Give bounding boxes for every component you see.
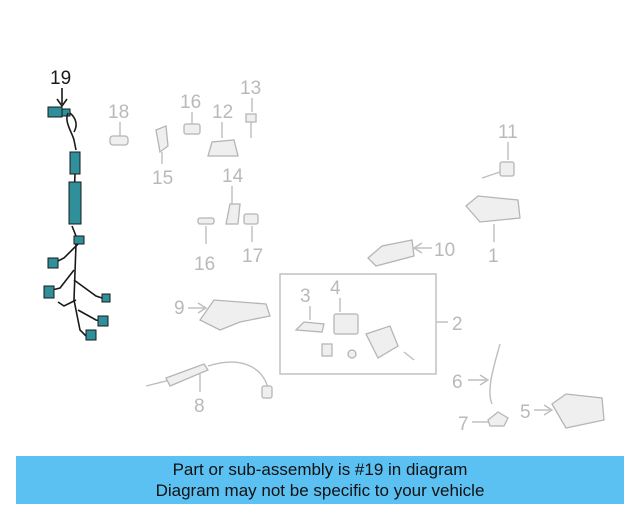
part-1-lock-assembly[interactable]: 1 — [465, 195, 521, 267]
part-9-handle[interactable]: 9 — [174, 298, 271, 331]
callout-6: 6 — [452, 372, 463, 393]
part-4-actuator[interactable]: 4 — [330, 278, 359, 335]
callout-9: 9 — [174, 298, 185, 319]
callout-3: 3 — [300, 286, 311, 307]
part-14-latch[interactable]: 14 — [222, 166, 244, 225]
part-11-connector[interactable]: 11 — [481, 122, 518, 179]
part-16-upper-clip[interactable]: 16 — [180, 92, 201, 135]
callout-8: 8 — [194, 396, 205, 417]
callout-4: 4 — [330, 278, 341, 299]
callout-13: 13 — [240, 78, 261, 99]
part-19-wiring-harness[interactable]: 19 — [43, 68, 111, 341]
callout-10: 10 — [434, 240, 455, 261]
callout-1: 1 — [488, 246, 499, 267]
callout-2: 2 — [452, 314, 463, 335]
callout-11: 11 — [498, 122, 518, 143]
callout-7: 7 — [458, 414, 469, 435]
callout-14: 14 — [222, 166, 244, 187]
part-6-cable[interactable]: 6 — [452, 343, 501, 405]
callout-18: 18 — [108, 102, 129, 123]
part-3-lever[interactable]: 3 — [294, 286, 333, 357]
banner-line-1: Part or sub-assembly is #19 in diagram — [172, 460, 468, 479]
callout-12: 12 — [212, 102, 233, 123]
part-12-bracket[interactable]: 12 — [207, 102, 239, 157]
part-13-bolt[interactable]: 13 — [240, 78, 261, 138]
callout-17: 17 — [242, 246, 263, 267]
info-banner: Part or sub-assembly is #19 in diagram D… — [16, 456, 624, 504]
callout-5: 5 — [520, 402, 531, 423]
callout-19: 19 — [50, 68, 71, 89]
part-17-pin[interactable]: 17 — [242, 213, 263, 267]
banner-line-2: Diagram may not be specific to your vehi… — [155, 481, 485, 500]
part-5-striker[interactable]: 5 — [520, 393, 605, 429]
part-2-assembly-box[interactable]: 2 3 4 — [279, 273, 463, 375]
callout-16-upper: 16 — [180, 92, 201, 113]
part-10-rod[interactable]: 10 — [367, 239, 455, 267]
part-18-pin[interactable]: 18 — [108, 102, 129, 146]
part-16-lower-bolt[interactable]: 16 — [194, 217, 215, 275]
part-7-cap[interactable]: 7 — [458, 411, 509, 435]
part-15-bracket[interactable]: 15 — [152, 125, 173, 189]
callout-16-lower: 16 — [194, 254, 215, 275]
part-8-cable[interactable]: 8 — [145, 361, 273, 417]
callout-15: 15 — [152, 168, 173, 189]
